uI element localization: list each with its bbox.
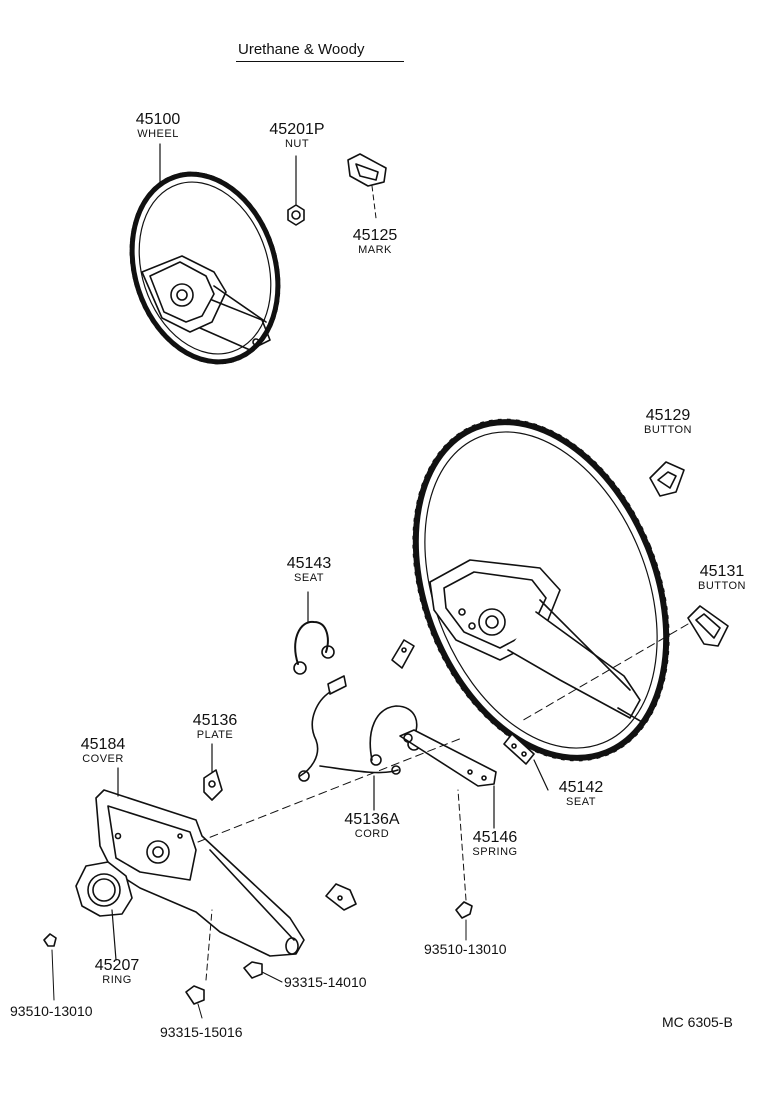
part-label-45207: 45207 RING xyxy=(84,958,150,986)
part-number: 45136A xyxy=(344,811,400,828)
part-label-45100: 45100 WHEEL xyxy=(128,112,188,140)
title-underline xyxy=(236,61,404,62)
cover-45184-drawing xyxy=(95,737,463,957)
part-number: 45129 xyxy=(645,407,691,424)
ring-45207-drawing xyxy=(75,861,133,917)
fastener-label: 93315-14010 xyxy=(284,974,367,990)
part-number: 45184 xyxy=(80,736,126,753)
part-label-45146: 45146 SPRING xyxy=(462,830,528,858)
part-number: 45100 xyxy=(135,111,181,128)
plate-45136-drawing xyxy=(203,769,223,801)
seat-45142-drawing xyxy=(503,733,535,765)
part-number: 45143 xyxy=(286,555,332,572)
steering-wheel-45100-drawing xyxy=(129,171,281,365)
part-label-45136A: 45136A CORD xyxy=(334,812,410,840)
part-name: NUT xyxy=(284,138,310,150)
part-name: PLATE xyxy=(196,729,234,741)
fasteners-drawing xyxy=(43,789,473,1019)
part-name: SPRING xyxy=(472,846,518,858)
cord-45136A-drawing xyxy=(298,675,421,782)
part-number: 45136 xyxy=(192,712,238,729)
part-label-45143: 45143 SEAT xyxy=(276,556,342,584)
seat-45143-drawing xyxy=(293,620,335,675)
part-number: 45146 xyxy=(472,829,518,846)
part-number: 45131 xyxy=(699,563,745,580)
part-label-45184: 45184 COVER xyxy=(70,737,136,765)
part-label-45136: 45136 PLATE xyxy=(182,713,248,741)
part-name: SEAT xyxy=(294,572,324,584)
part-label-45142: 45142 SEAT xyxy=(548,780,614,808)
part-name: COVER xyxy=(82,753,124,765)
part-name: BUTTON xyxy=(643,424,693,436)
mark-45125-drawing xyxy=(347,153,387,219)
button-45129-drawing xyxy=(649,461,685,497)
part-number: 45207 xyxy=(94,957,140,974)
part-name: MARK xyxy=(358,244,392,256)
part-number: 45142 xyxy=(558,779,604,796)
fastener-label: 93510-13010 xyxy=(10,1003,93,1019)
part-name: WHEEL xyxy=(137,128,179,140)
part-label-45129: 45129 BUTTON xyxy=(630,408,706,436)
leader-lines xyxy=(111,143,549,961)
button-45131-drawing xyxy=(519,605,729,723)
contact-plate-drawing xyxy=(391,639,415,669)
fastener-label: 93510-13010 xyxy=(424,941,507,957)
steering-wheel-lower-drawing xyxy=(412,418,670,762)
diagram-title: Urethane & Woody xyxy=(238,41,365,58)
part-name: CORD xyxy=(354,828,390,840)
part-label-45131: 45131 BUTTON xyxy=(684,564,760,592)
bracket-clip-drawing xyxy=(325,883,357,911)
part-label-45125: 45125 MARK xyxy=(344,228,406,256)
part-name: RING xyxy=(102,974,132,986)
diagram-code: MC 6305-B xyxy=(662,1014,733,1030)
part-name: BUTTON xyxy=(697,580,747,592)
part-name: SEAT xyxy=(566,796,596,808)
spring-45146-drawing xyxy=(399,729,497,787)
fastener-label: 93315-15016 xyxy=(160,1024,243,1040)
part-number: 45201P xyxy=(269,121,325,138)
part-label-45201P: 45201P NUT xyxy=(262,122,332,150)
part-number: 45125 xyxy=(352,227,398,244)
